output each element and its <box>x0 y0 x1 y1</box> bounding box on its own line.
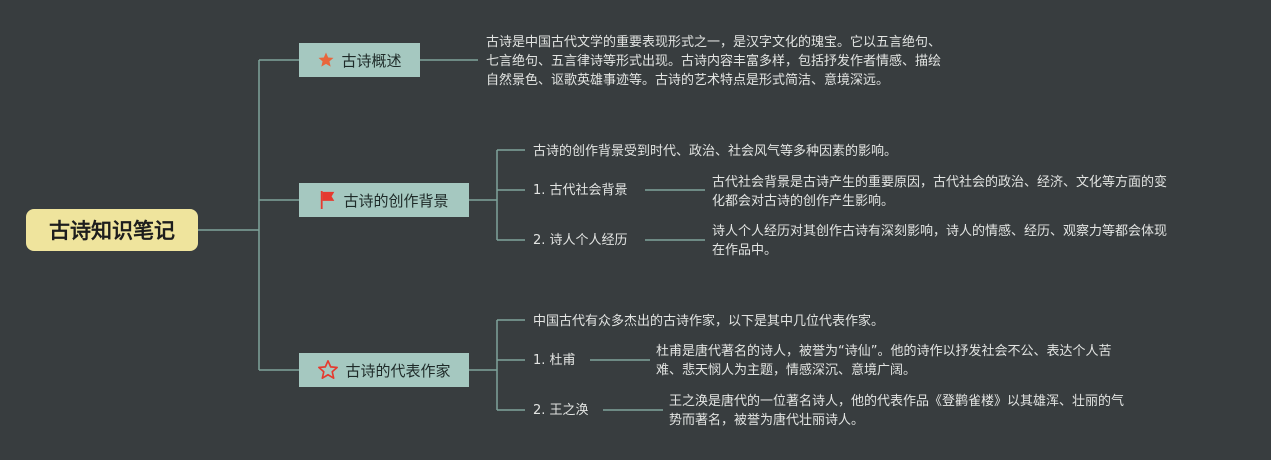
background-item-society-text: 古代社会背景是古诗产生的重要原因，古代社会的政治、经济、文化等方面的变 化都会对… <box>712 173 1167 211</box>
root-node[interactable]: 古诗知识笔记 <box>26 209 198 251</box>
text-line: 杜甫是唐代著名的诗人，被誉为“诗仙”。他的诗作以抒发社会不公、表达个人苦 <box>656 344 1112 359</box>
author-item-wangzhihuan[interactable]: 2. 王之涣 <box>533 403 589 418</box>
author-item-dufu-text: 杜甫是唐代著名的诗人，被誉为“诗仙”。他的诗作以抒发社会不公、表达个人苦 难、悲… <box>656 342 1111 380</box>
text-line: 在作品中。 <box>712 243 778 258</box>
text-line: 王之涣是唐代的一位著名诗人，他的代表作品《登鹳雀楼》以其雄浑、壮丽的气 <box>669 394 1125 409</box>
flag-icon <box>319 190 337 210</box>
topic-authors-label: 古诗的代表作家 <box>345 361 451 380</box>
text-line: 难、悲天悯人为主题，情感深沉、意境广阔。 <box>656 363 917 378</box>
text-line: 古代社会背景是古诗产生的重要原因，古代社会的政治、经济、文化等方面的变 <box>712 175 1168 190</box>
author-item-wangzhihuan-text: 王之涣是唐代的一位著名诗人，他的代表作品《登鹳雀楼》以其雄浑、壮丽的气 势而著名… <box>669 392 1124 430</box>
background-item-poet-text: 诗人个人经历对其创作古诗有深刻影响，诗人的情感、经历、观察力等都会体现 在作品中… <box>712 222 1167 260</box>
topic-overview-text: 古诗是中国古代文学的重要表现形式之一，是汉字文化的瑰宝。它以五言绝句、 七言绝句… <box>486 33 941 90</box>
topic-overview[interactable]: 古诗概述 <box>299 43 420 77</box>
topic-authors-intro: 中国古代有众多杰出的古诗作家，以下是其中几位代表作家。 <box>533 314 885 329</box>
text-line: 诗人个人经历对其创作古诗有深刻影响，诗人的情感、经历、观察力等都会体现 <box>712 224 1168 239</box>
topic-background-label: 古诗的创作背景 <box>343 191 449 210</box>
background-item-poet[interactable]: 2. 诗人个人经历 <box>533 233 628 248</box>
text-line: 化都会对古诗的创作产生影响。 <box>712 194 895 209</box>
background-item-society[interactable]: 1. 古代社会背景 <box>533 183 628 198</box>
text-line: 古诗是中国古代文学的重要表现形式之一，是汉字文化的瑰宝。它以五言绝句、 <box>486 35 942 50</box>
text-line: 七言绝句、五言律诗等形式出现。古诗内容丰富多样，包括抒发作者情感、描绘 <box>486 54 942 69</box>
star-filled-icon <box>317 51 335 69</box>
topic-background-intro: 古诗的创作背景受到时代、政治、社会风气等多种因素的影响。 <box>533 144 898 159</box>
topic-authors[interactable]: 古诗的代表作家 <box>299 353 469 387</box>
topic-background[interactable]: 古诗的创作背景 <box>299 183 469 217</box>
root-title: 古诗知识笔记 <box>49 219 175 243</box>
text-line: 自然景色、讴歌英雄事迹等。古诗的艺术特点是形式简洁、意境深远。 <box>486 73 890 88</box>
author-item-dufu[interactable]: 1. 杜甫 <box>533 353 576 368</box>
star-outline-icon <box>317 359 339 381</box>
topic-overview-label: 古诗概述 <box>341 51 402 70</box>
text-line: 势而著名，被誉为唐代壮丽诗人。 <box>669 413 865 428</box>
